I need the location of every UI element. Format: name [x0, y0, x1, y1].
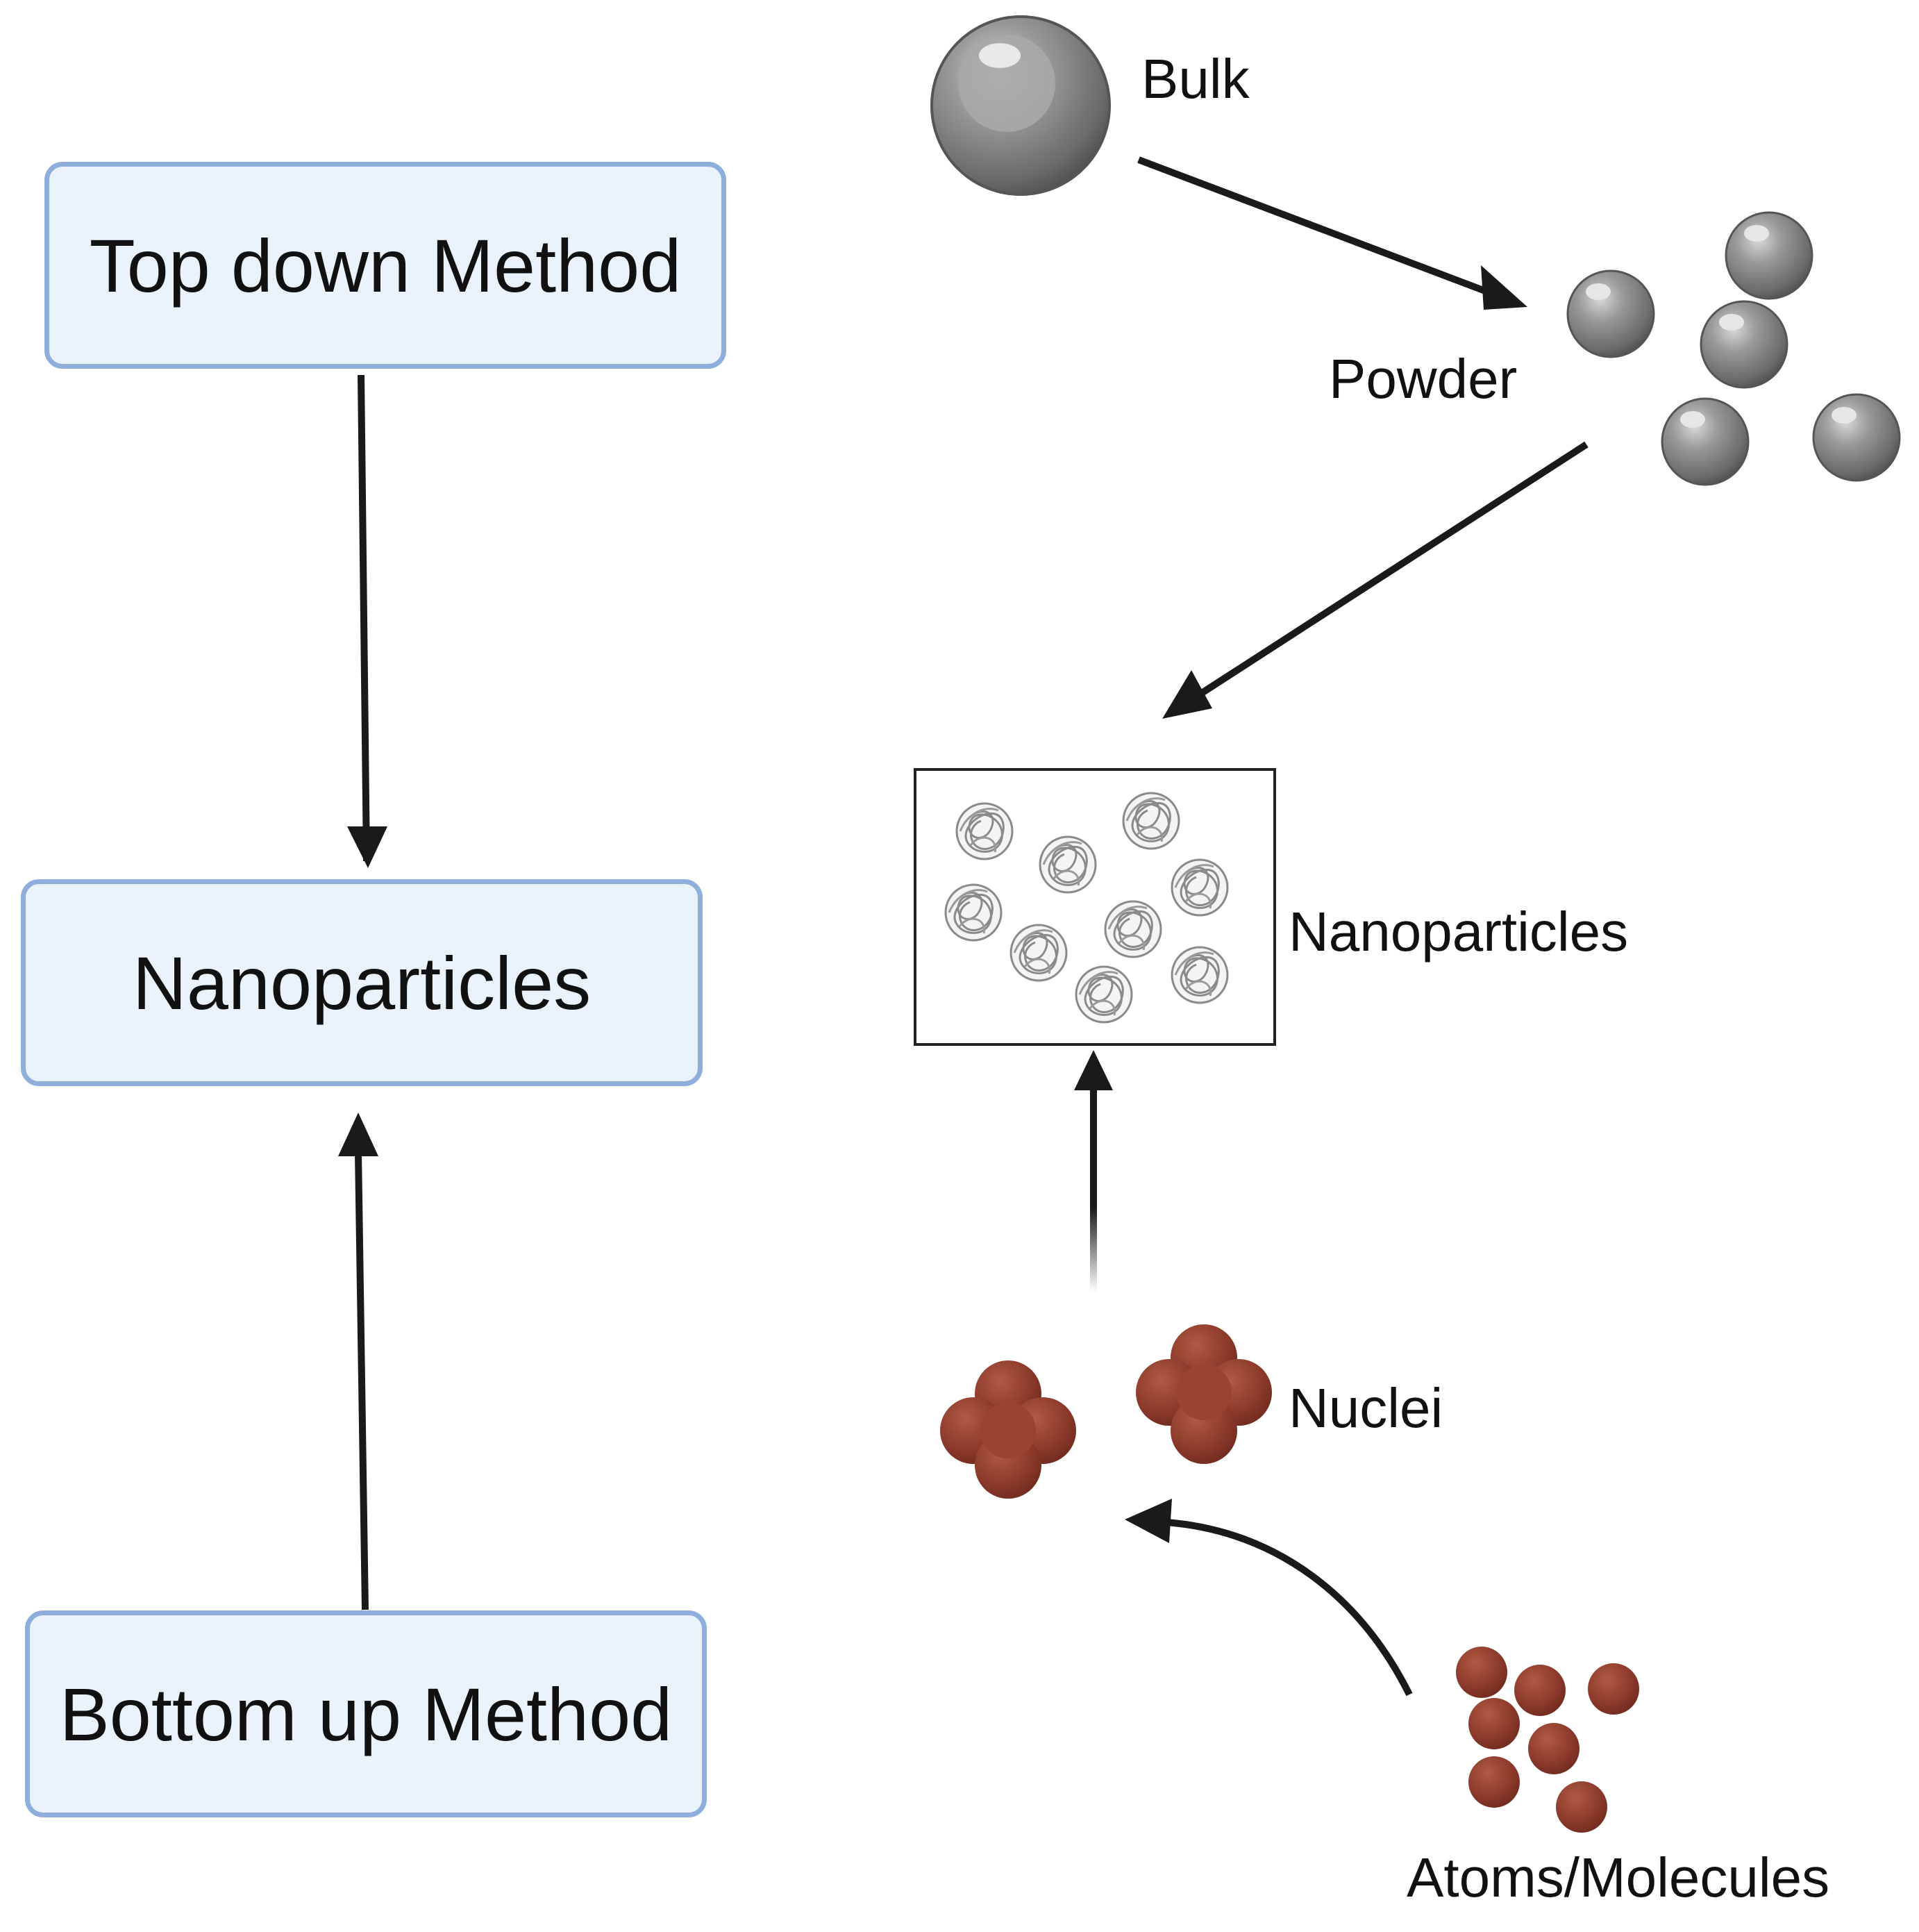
arrow-atoms-to-nuclei-head: [1125, 1499, 1172, 1543]
bulk-label: Bulk: [1141, 48, 1250, 110]
arrow-nuclei-to-nano: [1090, 1083, 1097, 1292]
atoms-molecules-label: Atoms/Molecules: [1407, 1847, 1830, 1908]
bottom-up-method-label: Bottom up Method: [59, 1672, 673, 1756]
nuclei-cluster-1: [940, 1360, 1076, 1499]
bottom-up-method-box: Bottom up Method: [25, 1610, 707, 1817]
nanoparticles-label: Nanoparticles: [1289, 901, 1629, 963]
arrow-bulk-to-powder-head: [1481, 265, 1527, 310]
nanoparticles-box: Nanoparticles: [21, 879, 703, 1086]
nuclei-label: Nuclei: [1289, 1377, 1443, 1439]
top-down-method-label: Top down Method: [89, 223, 682, 308]
arrow-bottom-up: [355, 1152, 369, 1610]
nanoparticles-box-label: Nanoparticles: [132, 940, 592, 1025]
arrow-powder-to-nano: [1192, 441, 1589, 701]
powder-spheres: [1566, 211, 1901, 486]
arrow-nuclei-to-nano-head: [1074, 1050, 1113, 1090]
top-down-method-box: Top down Method: [44, 162, 726, 369]
atoms-molecules: [1456, 1647, 1639, 1833]
arrow-top-down: [358, 374, 370, 862]
powder-label: Powder: [1329, 348, 1518, 410]
nuclei-cluster-2: [1136, 1324, 1272, 1464]
arrow-bottom-up-head: [338, 1113, 378, 1156]
arrow-atoms-to-nuclei: [1166, 1519, 1413, 1697]
bulk-sphere: [930, 15, 1111, 196]
arrow-powder-to-nano-head: [1162, 670, 1212, 719]
arrow-top-down-head: [347, 826, 387, 868]
arrow-bulk-to-powder: [1137, 156, 1498, 299]
